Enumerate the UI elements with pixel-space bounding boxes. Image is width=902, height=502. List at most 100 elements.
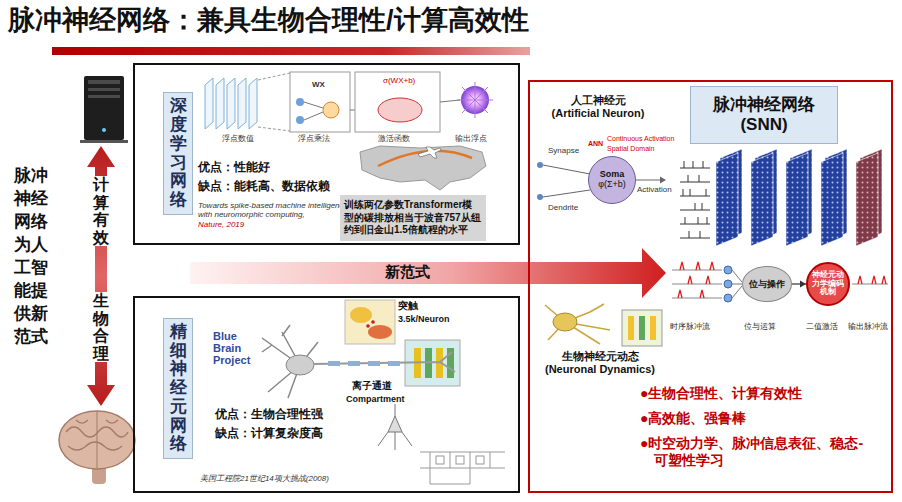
part-label: Compartment <box>346 394 405 405</box>
tab-text: 精细神经元网络 <box>170 323 187 454</box>
part-label: 离子通道 <box>352 380 392 392</box>
brain-icon <box>59 411 135 469</box>
soma-circle: Somaφ(Σ+b) <box>588 156 636 204</box>
operation-ellipse: 位与操作 <box>742 266 792 302</box>
snn-feature-maps <box>680 149 882 246</box>
snn-feature-maps <box>716 153 738 246</box>
side-statement: 脉冲神经网络为人工智能提供新范式 <box>14 165 48 349</box>
title-tab: 深度学习网络 <box>163 92 193 215</box>
section-label: 生物神经元动态 (Neuronal Dynamics) <box>540 350 660 376</box>
snn-feature-maps <box>680 161 710 168</box>
neuron-illustration <box>350 307 372 323</box>
axis-label: 生物合理 <box>93 292 109 362</box>
reference-source: Nature, 2019 <box>198 220 244 230</box>
dnn-illustration <box>249 78 257 129</box>
note-box: 训练两亿参数Transformer模型的碳排放相当于波音757从纽约到旧金山1.… <box>340 195 486 241</box>
formula-label: WX <box>312 80 325 90</box>
brain-icon <box>97 412 98 468</box>
neuron-illustration <box>368 361 380 366</box>
neuron-illustration <box>366 324 370 328</box>
stage-label: 输出浮点 <box>455 134 487 144</box>
stage-label: 二值激活 <box>806 322 838 332</box>
snn-neuron-wires <box>724 294 732 302</box>
dnn-illustration <box>296 98 304 106</box>
stage-label: 时序脉冲流 <box>670 322 710 332</box>
formula-label: σ(WX+b) <box>383 76 415 86</box>
brain-icon <box>68 442 122 450</box>
page-title: 脉冲神经网络：兼具生物合理性/计算高效性 <box>8 4 529 36</box>
neuron-illustration <box>388 361 400 366</box>
computer-icon <box>88 95 120 98</box>
ann-neuron-wires <box>636 180 660 181</box>
brain-icon <box>59 411 135 484</box>
snn-neuron-wires <box>724 266 732 274</box>
dnn-illustration <box>355 72 440 132</box>
con-text: 缺点：计算复杂度高 <box>215 426 323 440</box>
neuron-text: 神经元动力学编码机制 <box>810 271 846 296</box>
note-label: Continuous Activation <box>607 135 674 143</box>
title-tab: 精细神经元网络 <box>163 318 193 459</box>
computer-icon <box>80 76 128 143</box>
paradigm-arrow <box>190 248 666 298</box>
bullet-text: ●时空动力学、脉冲信息表征、稳态-可塑性学习 <box>640 435 876 469</box>
soma-text: Soma <box>600 170 625 180</box>
note-label: Spatial Domain <box>607 145 654 153</box>
panel: ●生物合理性、计算有效性●高效能、强鲁棒●时空动力学、脉冲信息表征、稳态-可塑性… <box>528 80 893 493</box>
ann-neuron-wires <box>543 165 590 174</box>
stage-label: 浮点数值 <box>222 134 254 144</box>
stage-label: 浮点乘法 <box>298 134 330 144</box>
computer-icon <box>102 128 106 132</box>
dnn-illustration <box>205 72 493 132</box>
dnn-illustration <box>205 78 213 129</box>
snn-feature-maps <box>680 175 710 182</box>
neuron-illustration <box>345 300 395 344</box>
stage-label: 激活函数 <box>378 134 410 144</box>
neuron-circle: 神经元动力学编码机制 <box>806 262 850 306</box>
part-label: Dendrite <box>548 203 578 213</box>
part-label: Synapse <box>548 146 579 156</box>
dnn-illustration <box>238 78 246 129</box>
dnn-illustration <box>323 102 339 118</box>
pro-text: 优点：性能好 <box>198 160 270 174</box>
snn-feature-maps <box>680 217 710 224</box>
panel: 优点：性能好缺点：能耗高、数据依赖Towards spike-based mac… <box>133 63 520 245</box>
neuron-illustration <box>348 361 360 366</box>
dnn-illustration <box>258 127 290 131</box>
dnn-illustration <box>227 78 235 129</box>
bio-neuron-picture <box>628 316 634 340</box>
snn-neuron-wires <box>732 284 742 285</box>
flight-map <box>360 146 486 190</box>
stage-label: 位与运算 <box>744 322 776 332</box>
ann-neuron-wires <box>660 177 666 184</box>
tab-text: 深度学习网络 <box>170 97 187 209</box>
snn-feature-maps <box>680 231 710 238</box>
dnn-illustration <box>296 116 304 124</box>
bio-neuron-picture <box>650 316 656 340</box>
neuron-illustration <box>371 320 375 324</box>
computer-icon <box>88 80 120 84</box>
flight-map <box>418 147 441 158</box>
snn-neuron-wires <box>724 280 732 288</box>
bio-neuron-picture <box>553 313 577 331</box>
snn-feature-maps <box>680 189 710 196</box>
neuron-illustration <box>262 325 318 398</box>
snn-feature-maps <box>821 153 843 246</box>
paradigm-arrow <box>190 248 666 298</box>
panel: 优点：生物合理性强缺点：计算复杂度高美国工程院21世纪14项大挑战(2008)精… <box>133 296 520 493</box>
dnn-illustration <box>216 78 224 129</box>
neuron-illustration <box>262 300 505 484</box>
part-label: 3.5k/Neuron <box>398 314 450 325</box>
note-label: ANN <box>588 140 603 148</box>
neuron-illustration <box>388 416 402 432</box>
stage-label: 输出脉冲流 <box>848 322 888 332</box>
snn-feature-maps <box>786 153 808 246</box>
snn-neuron-wires <box>678 262 714 298</box>
ann-neuron-wires <box>543 190 590 197</box>
snn-feature-maps <box>751 153 773 246</box>
dnn-illustration <box>290 72 350 132</box>
neuron-illustration <box>420 452 505 484</box>
computer-icon <box>88 88 120 91</box>
bullet-text: ●高效能、强鲁棒 <box>640 410 876 427</box>
